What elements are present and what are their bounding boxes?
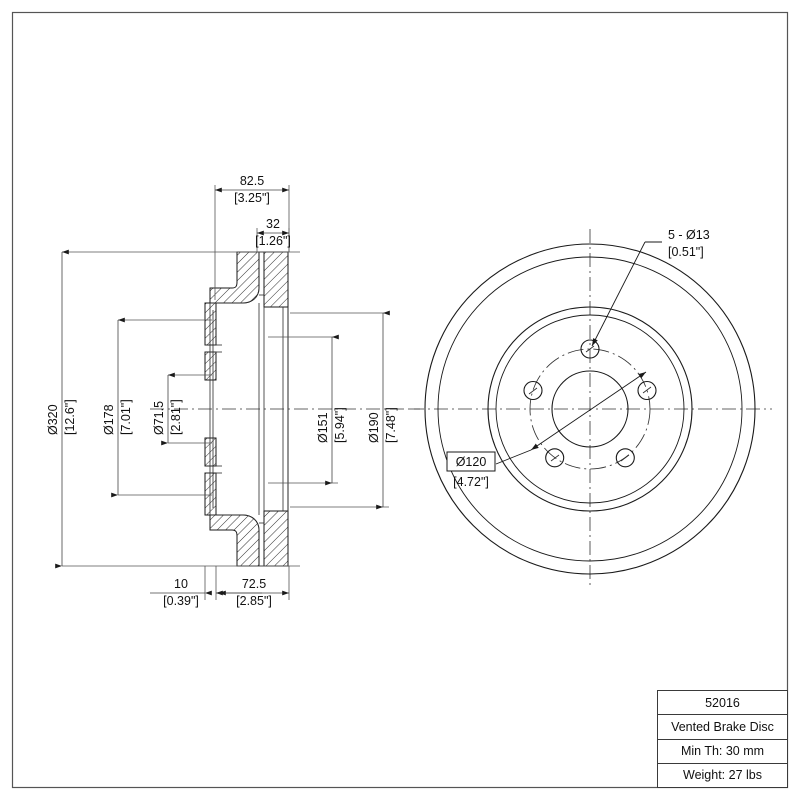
- hat-outer-circle: [495, 314, 685, 504]
- dim-hat-thickness-inch: [0.39"]: [163, 594, 199, 608]
- friction-surface-circle: [437, 256, 743, 562]
- dim-disc-thickness-inch: [1.26"]: [255, 234, 291, 248]
- dim-outer-diameter-value: Ø320: [46, 404, 60, 435]
- callout-bolt-holes-inch: [0.51"]: [668, 245, 704, 259]
- dim-vent-band-diameter-inch: [5.94"]: [333, 407, 347, 443]
- dim-disc-thickness: 32 [1.26"]: [255, 217, 291, 252]
- bolt-hole: [580, 339, 600, 359]
- dim-disc-thickness-value: 32: [266, 217, 280, 231]
- title-block: 52016 Vented Brake Disc Min Th: 30 mm We…: [657, 690, 788, 788]
- dim-center-bore-value: Ø71.5: [152, 401, 166, 435]
- title-block-part-number: 52016: [658, 691, 787, 716]
- dim-outer-diameter: Ø320 [12.6"]: [46, 249, 300, 569]
- callout-bolt-circle-value: Ø120: [456, 455, 487, 469]
- dim-hat-outer-diameter-inch: [7.01"]: [119, 399, 133, 435]
- dim-center-bore: Ø71.5 [2.81"]: [152, 372, 212, 446]
- title-block-weight: Weight: 27 lbs: [683, 768, 762, 783]
- dim-hat-thickness-value: 10: [174, 577, 188, 591]
- dim-outer-diameter-inch: [12.6"]: [63, 399, 77, 435]
- callout-bolt-circle: Ø120 [4.72"]: [446, 371, 647, 489]
- dim-overall-height-inch: [3.25"]: [234, 191, 270, 205]
- plate-inner-circle: [487, 306, 693, 512]
- dim-plate-inner-diameter-value: Ø190: [367, 412, 381, 443]
- callout-bolt-holes: 5 - Ø13 [0.51"]: [591, 228, 710, 347]
- cross-section-geometry: [150, 251, 420, 567]
- title-block-min-thickness: Min Th: 30 mm: [658, 740, 787, 764]
- callout-bolt-holes-value: 5 - Ø13: [668, 228, 710, 242]
- dim-hat-outer-diameter: Ø178 [7.01"]: [102, 317, 212, 498]
- dim-hat-thickness: 10 [0.39"]: [150, 566, 262, 608]
- title-block-description: Vented Brake Disc: [658, 715, 787, 740]
- dim-vent-band-diameter: Ø151 [5.94"]: [268, 334, 347, 486]
- dim-center-bore-inch: [2.81"]: [169, 399, 183, 435]
- dim-plate-inner-diameter: Ø190 [7.48"]: [290, 310, 398, 510]
- sheet-border: [11, 11, 789, 789]
- dim-hat-depth-value: 72.5: [242, 577, 266, 591]
- dim-hat-depth-inch: [2.85"]: [236, 594, 272, 608]
- dim-overall-height-value: 82.5: [240, 174, 264, 188]
- outer-edge-circle: [424, 243, 756, 575]
- dim-vent-band-diameter-value: Ø151: [316, 412, 330, 443]
- dim-plate-inner-diameter-inch: [7.48"]: [384, 407, 398, 443]
- callout-bolt-circle-inch: [4.72"]: [453, 475, 489, 489]
- dim-hat-depth: 72.5 [2.85"]: [219, 566, 290, 608]
- dim-hat-outer-diameter-value: Ø178: [102, 404, 116, 435]
- bolt-circle: [529, 348, 651, 470]
